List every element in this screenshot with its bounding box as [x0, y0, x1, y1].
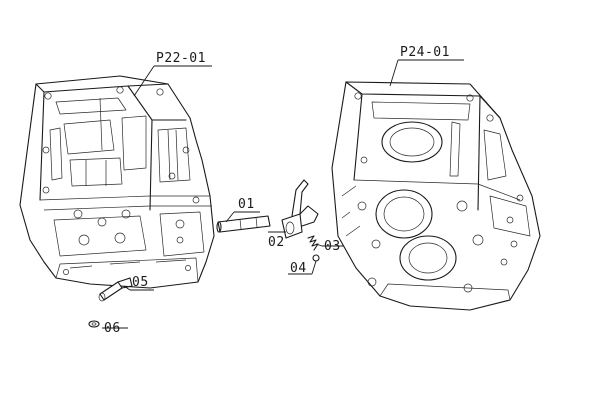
label-part-03: 03 [324, 239, 341, 254]
ball-part [312, 254, 320, 262]
shaft-part [216, 215, 271, 233]
label-left-housing: P22-01 [156, 51, 206, 66]
washer-part [88, 320, 100, 328]
label-part-05: 05 [132, 275, 149, 290]
fork-part [281, 179, 319, 239]
spring-part [307, 235, 319, 251]
pin-part [98, 277, 133, 302]
leader-lines [102, 59, 464, 329]
left-housing-drawing [19, 75, 215, 289]
label-part-02: 02 [268, 235, 285, 250]
label-part-06: 06 [104, 321, 121, 336]
label-part-04: 04 [290, 261, 307, 276]
label-right-housing: P24-01 [400, 45, 450, 60]
right-housing-drawing [331, 81, 541, 311]
label-part-01: 01 [238, 197, 255, 212]
